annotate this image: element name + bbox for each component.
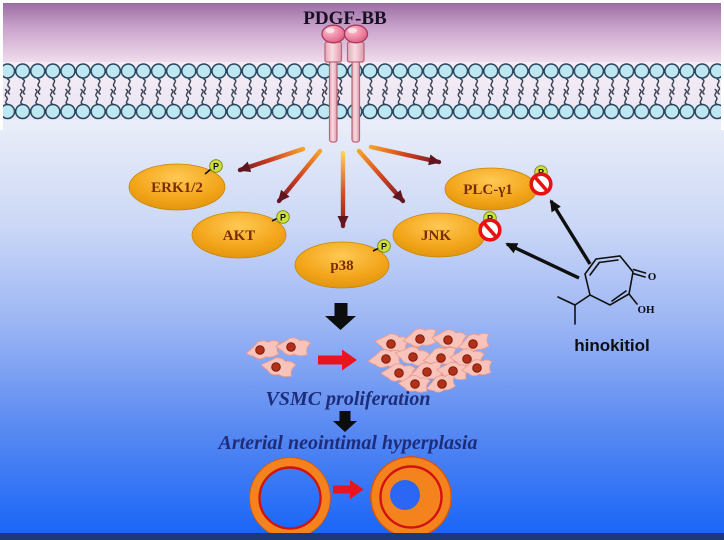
- hyperplasia-arrow: [333, 480, 364, 499]
- kinase-akt-label: AKT: [223, 228, 256, 244]
- lipid-bilayer-membrane: [0, 62, 724, 120]
- proliferation-arrow: [318, 349, 357, 371]
- inhibitor-arrow-plc: [549, 199, 592, 265]
- bottom-bar: [0, 533, 724, 540]
- inhibition-icon-jnk: [478, 218, 502, 242]
- frame-top: [0, 0, 724, 3]
- kinase-plc: PLC-γ1 P: [444, 165, 553, 211]
- signal-arrows: [237, 144, 442, 229]
- svg-text:P: P: [213, 161, 219, 171]
- signal-arrow-akt: [276, 148, 323, 204]
- ligand-label: PDGF-BB: [303, 8, 387, 29]
- artery-hyperplasia: [370, 456, 452, 538]
- frame-left: [0, 0, 3, 130]
- kinase-plc-label: PLC-γ1: [463, 182, 513, 198]
- down-arrow-to-hyperplasia: [333, 411, 357, 432]
- vsmc-proliferation-label: VSMC proliferation: [265, 388, 430, 410]
- kinase-jnk: JNK P: [392, 211, 502, 258]
- vsmc-cells-after: [366, 326, 494, 396]
- hydroxyl-label: OH: [637, 304, 655, 316]
- phospho-badge-erk: P: [209, 159, 223, 173]
- inhibitor-arrow-jnk: [505, 242, 580, 280]
- signal-arrow-erk: [237, 146, 306, 173]
- inhibitor-name-label: hinokitiol: [574, 336, 650, 355]
- kinase-akt: AKT P: [191, 210, 290, 259]
- signal-arrow-plc: [368, 144, 442, 166]
- pdgf-receptor-dimer: [321, 24, 369, 143]
- kinase-jnk-label: JNK: [421, 228, 451, 244]
- down-arrow-to-proliferation: [325, 303, 356, 330]
- inhibition-icon-plc: [529, 172, 553, 196]
- svg-text:P: P: [487, 213, 493, 223]
- hyperplasia-label: Arterial neointimal hyperplasia: [217, 432, 478, 454]
- phospho-badge-akt: P: [276, 210, 290, 224]
- inhibitor-arrows: [505, 199, 592, 280]
- carbonyl-oxygen-label: O: [648, 271, 657, 283]
- svg-text:P: P: [538, 167, 544, 177]
- frame-right: [721, 0, 724, 130]
- kinase-p38-label: p38: [330, 258, 353, 274]
- kinase-erk: ERK1/2 P: [128, 159, 226, 211]
- svg-text:P: P: [280, 212, 286, 222]
- artery-lumen: [390, 480, 420, 510]
- kinase-nodes: ERK1/2 P AKT P p38 P: [128, 159, 553, 289]
- phospho-badge-p38: P: [377, 239, 391, 253]
- vsmc-cells-before: [244, 335, 312, 380]
- tropolone-ring: [584, 255, 634, 306]
- kinase-erk-label: ERK1/2: [151, 180, 203, 196]
- signal-arrow-jnk: [356, 148, 406, 204]
- svg-text:P: P: [381, 241, 387, 251]
- kinase-p38: p38 P: [294, 239, 391, 289]
- cytoplasm-background: [0, 120, 724, 533]
- hinokitiol-structure: [557, 255, 647, 325]
